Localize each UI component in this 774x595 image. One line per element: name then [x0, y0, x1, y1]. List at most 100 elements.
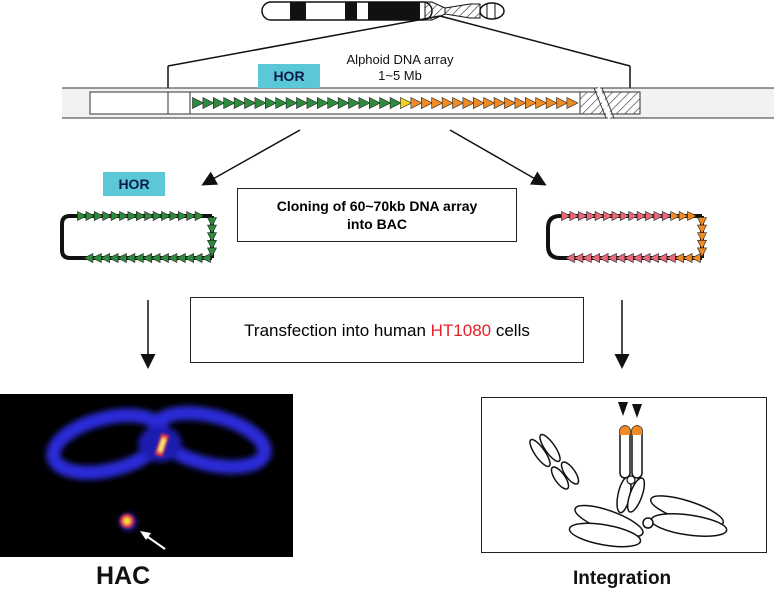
monomer-unit [598, 253, 609, 263]
monomer-unit [108, 253, 119, 263]
monomer-unit [244, 97, 257, 109]
integration-marker-arrowhead-2 [632, 404, 642, 418]
monomer-unit [213, 97, 225, 109]
monomer-unit [389, 97, 402, 109]
monomer-unit [577, 211, 588, 221]
monomer-unit [100, 253, 110, 263]
monomer-unit [306, 97, 319, 109]
monomer-unit [561, 211, 572, 221]
monomer-unit [178, 211, 188, 221]
cloning-line2: into BAC [347, 216, 407, 232]
monomer-unit [144, 211, 155, 221]
alphoid-label-line2: 1~5 Mb [378, 68, 422, 83]
monomer-unit [186, 211, 197, 221]
monomer-unit [207, 224, 217, 235]
monomer-unit [368, 97, 381, 109]
monomer-unit [116, 253, 127, 263]
monomer-unit [91, 253, 102, 263]
monomer-unit [431, 97, 444, 109]
monomer-unit [142, 253, 152, 263]
monomer-unit [606, 253, 617, 263]
arrow-to-left-clone [201, 129, 301, 186]
hor-badge-top: HOR [258, 64, 320, 88]
monomer-units-left-clone [77, 211, 217, 263]
hac-label: HAC [96, 562, 151, 590]
monomer-unit [125, 253, 136, 263]
monomer-unit [514, 97, 527, 109]
monomer-unit [285, 97, 298, 109]
monomer-unit [636, 211, 647, 221]
monomer-unit [169, 211, 180, 221]
monomer-unit [161, 211, 172, 221]
chromosome-small [529, 433, 580, 490]
monomer-unit [358, 97, 371, 109]
monomer-unit [462, 97, 475, 109]
bac-clone-right [546, 211, 707, 263]
monomer-unit [200, 253, 211, 263]
monomer-unit [327, 97, 340, 109]
monomer-unit [615, 253, 626, 263]
cloning-box: Cloning of 60~70kb DNA array into BAC [237, 188, 517, 242]
monomer-unit [619, 211, 630, 221]
monomer-unit [175, 253, 186, 263]
monomer-unit [590, 253, 601, 263]
monomer-unit [524, 97, 537, 109]
monomer-unit [202, 97, 215, 109]
chromosome-ideogram [261, 1, 505, 21]
monomer-unit [653, 211, 664, 221]
monomer-unit [586, 211, 597, 221]
chromosome-large [568, 495, 728, 548]
monomer-unit [623, 253, 634, 263]
monomer-unit [697, 247, 707, 258]
monomer-unit [379, 97, 392, 109]
alphoid-array-bar [62, 87, 774, 119]
monomer-unit [192, 97, 205, 109]
integration-marker-arrowhead-1 [618, 402, 628, 416]
monomer-unit [628, 211, 639, 221]
fish-microscopy-image [0, 394, 293, 557]
monomer-unit [410, 97, 423, 109]
monomer-unit [296, 97, 309, 109]
monomer-unit [687, 211, 698, 221]
monomer-units-linear [192, 97, 579, 109]
transfection-suffix: cells [491, 321, 530, 340]
monomer-unit [264, 97, 277, 109]
hor-badge-left: HOR [103, 172, 165, 196]
monomer-unit [127, 211, 138, 221]
chromosome-integrated [616, 402, 646, 514]
monomer-unit [697, 240, 707, 250]
monomer-unit [77, 211, 88, 221]
monomer-unit [420, 97, 433, 109]
monomer-unit [697, 217, 707, 228]
monomer-unit [400, 97, 413, 109]
monomer-unit [167, 253, 178, 263]
integration-label: Integration [573, 568, 672, 589]
monomer-unit [150, 253, 161, 263]
monomer-unit [535, 97, 548, 109]
monomer-unit [223, 97, 236, 109]
monomer-units-right-clone [561, 211, 707, 263]
monomer-unit [556, 97, 569, 109]
monomer-unit [697, 224, 707, 235]
monomer-unit [670, 211, 681, 221]
monomer-unit [316, 97, 329, 109]
monomer-unit [207, 217, 217, 228]
monomer-unit [233, 97, 246, 109]
monomer-unit [83, 253, 94, 263]
monomer-unit [119, 211, 130, 221]
monomer-unit [192, 253, 203, 263]
monomer-unit [133, 253, 144, 263]
monomer-unit [194, 211, 205, 221]
monomer-unit [581, 253, 592, 263]
transfection-prefix: Transfection into human [244, 321, 431, 340]
monomer-unit [603, 211, 614, 221]
monomer-unit [472, 97, 485, 109]
monomer-unit [657, 253, 668, 263]
monomer-unit [348, 97, 361, 109]
monomer-unit [207, 232, 217, 243]
monomer-unit [573, 253, 584, 263]
arrow-to-right-clone [449, 129, 547, 186]
monomer-unit [566, 97, 579, 109]
monomer-unit [452, 97, 465, 109]
